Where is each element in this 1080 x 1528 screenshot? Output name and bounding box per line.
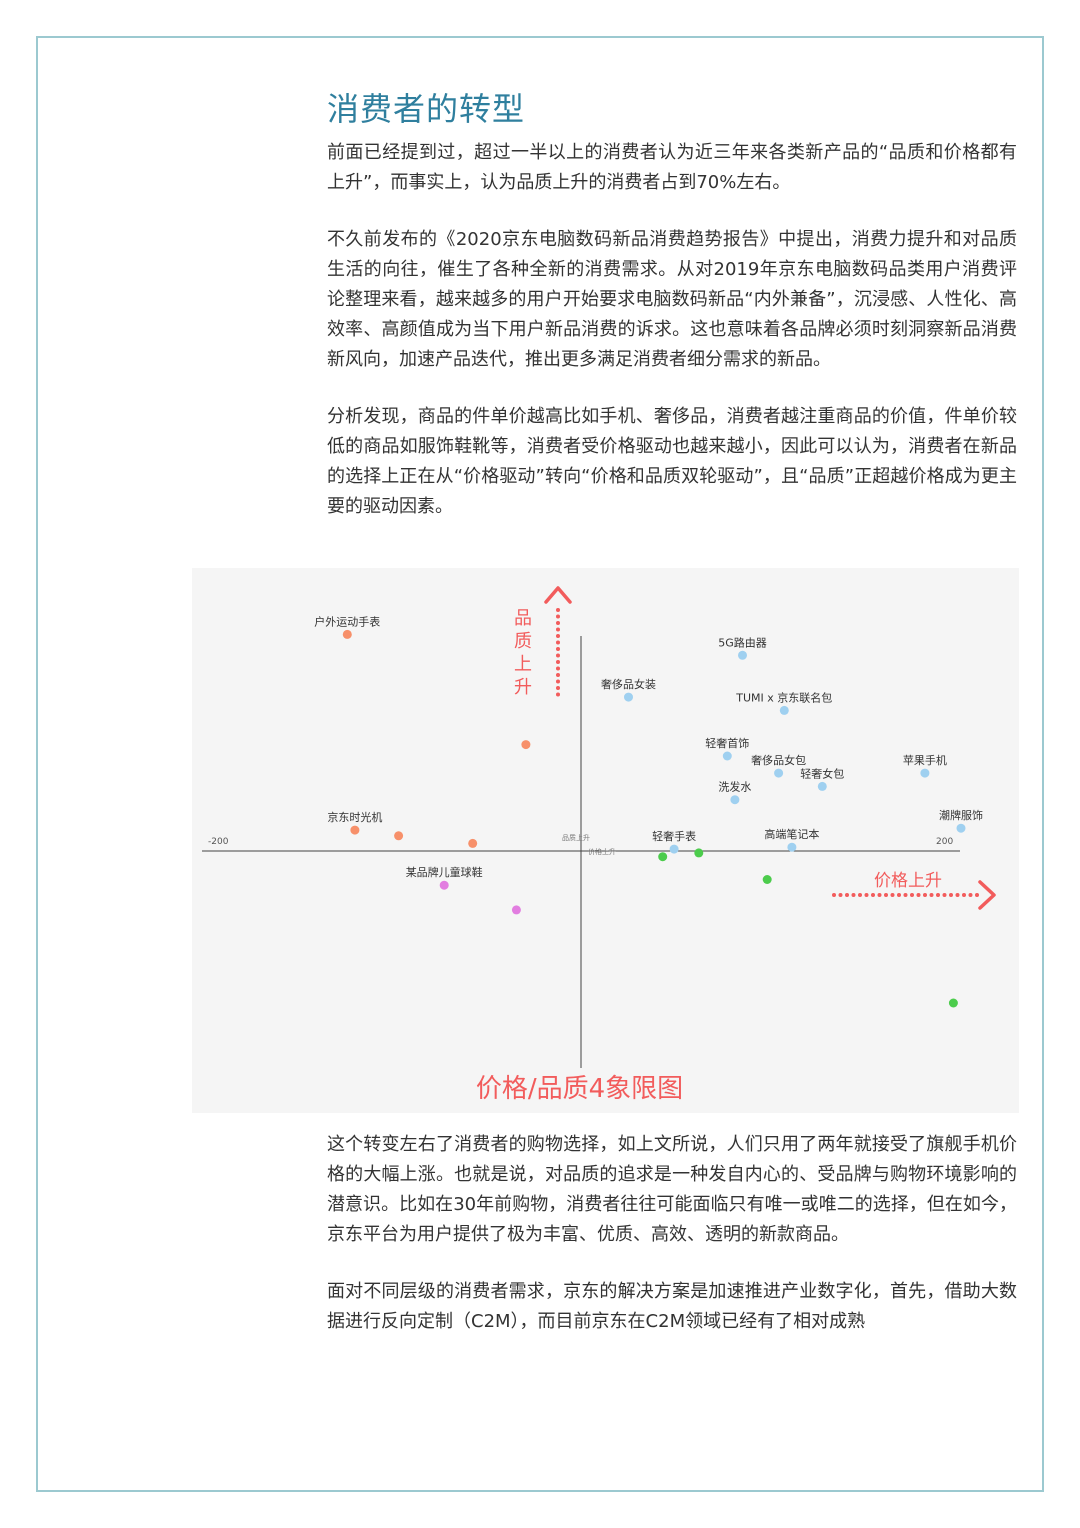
data-point: [787, 842, 797, 852]
data-point-label: 户外运动手表: [314, 614, 380, 628]
data-point-label: 苹果手机: [903, 753, 947, 767]
dotted-arrow-dot: [556, 660, 560, 664]
dotted-arrow-dot: [556, 640, 560, 645]
data-point: [350, 825, 360, 835]
dotted-arrow-dot: [975, 893, 979, 897]
dotted-arrow-dot: [556, 666, 560, 671]
paragraph: 分析发现，商品的件单价越高比如手机、奢侈品，消费者越注重商品的价值，件单价较低的…: [327, 406, 1017, 517]
dotted-arrow-dot: [556, 647, 560, 651]
dotted-arrow-dot: [556, 692, 560, 697]
data-point: [779, 705, 789, 715]
data-point: [956, 823, 966, 833]
data-point-label: 轻奢首饰: [705, 736, 749, 750]
data-point-label: 洗发水: [718, 780, 751, 794]
data-point-label: 潮牌服饰: [939, 808, 983, 822]
data-point: [920, 768, 930, 778]
data-point: [468, 838, 478, 848]
data-point: [624, 692, 633, 702]
dotted-arrow-dot: [864, 893, 869, 897]
dotted-arrow-dot: [949, 893, 953, 897]
data-point: [669, 844, 679, 854]
dotted-arrow-dot: [890, 893, 895, 897]
dotted-arrow-dot: [871, 893, 875, 897]
body-text-bottom: 这个转变左右了消费者的购物选择，如上文所说，人们只用了两年就接受了旗舰手机价格的…: [327, 1130, 1017, 1337]
chart-title: 价格/品质4象限图: [475, 1074, 684, 1104]
data-point: [948, 998, 958, 1008]
paragraph: 不久前发布的《2020京东电脑数码新品消费趋势报告》中提出，消费力提升和对品质生…: [327, 229, 1017, 370]
data-point-label: 高端笔记本: [764, 827, 819, 841]
dotted-arrow-dot: [910, 893, 914, 897]
dotted-arrow-dot: [897, 893, 901, 897]
dotted-arrow-dot: [832, 893, 836, 897]
data-point-label: 5G路由器: [718, 635, 767, 649]
dotted-arrow-dot: [858, 893, 862, 897]
dotted-arrow-dot: [962, 893, 966, 897]
dotted-arrow-dot: [851, 893, 856, 897]
data-point-label: 奢侈品女包: [751, 753, 806, 767]
data-point: [658, 852, 668, 862]
dotted-arrow-dot: [877, 893, 882, 897]
x-tick-label: -200: [208, 837, 229, 847]
dotted-arrow-dot: [929, 893, 934, 897]
data-point: [511, 905, 521, 915]
x-tick-label: 200: [936, 837, 953, 847]
data-point: [342, 629, 352, 639]
data-point-label: 京东时光机: [327, 810, 382, 824]
paragraph: 前面已经提到过，超过一半以上的消费者认为近三年来各类新产品的“品质和价格都有上升…: [327, 142, 1017, 193]
data-point-label: TUMI x 京东联名包: [735, 690, 832, 704]
data-point: [722, 751, 732, 761]
dotted-arrow-dot: [556, 653, 560, 658]
data-point-label: 轻奢手表: [652, 829, 696, 843]
dotted-arrow-dot: [955, 893, 960, 897]
data-point-label: 某品牌儿童球鞋: [406, 865, 483, 879]
y-caption-char: 升: [514, 677, 532, 698]
data-point: [762, 875, 772, 884]
paragraph: 面对不同层级的消费者需求，京东的解决方案是加速推进产业数字化，首先，借助大数据进…: [327, 1281, 1017, 1332]
quadrant-chart: -200 200 品质上升价格上升 品质上升价格上升 户外运动手表京东时光机 5G路由器…: [192, 568, 1019, 1113]
center-label: 价格上升: [588, 847, 616, 856]
data-point: [730, 795, 740, 805]
data-point-label: 奢侈品女装: [601, 677, 656, 691]
dotted-arrow-dot: [968, 893, 973, 897]
x-caption: 价格上升: [874, 871, 942, 891]
dotted-arrow-dot: [556, 634, 560, 638]
y-caption-char: 上: [514, 654, 532, 675]
body-text-top: 前面已经提到过，超过一半以上的消费者认为近三年来各类新产品的“品质和价格都有上升…: [327, 138, 1017, 522]
dotted-arrow-dot: [556, 627, 560, 632]
dotted-arrow-dot: [556, 673, 560, 677]
y-caption-char: 品: [514, 608, 532, 629]
dotted-arrow-dot: [923, 893, 927, 897]
dotted-arrow-dot: [556, 608, 560, 612]
arrow-up-icon: [544, 586, 572, 604]
page-border: [36, 36, 1044, 1492]
arrow-right-icon: [978, 880, 996, 910]
dotted-arrow-dot: [556, 621, 560, 625]
section-heading: 消费者的转型: [327, 90, 526, 128]
data-point: [738, 650, 747, 660]
data-point: [774, 768, 784, 778]
data-point: [394, 831, 404, 841]
dotted-arrow-dot: [838, 893, 843, 897]
center-label: 品质上升: [562, 833, 590, 842]
dotted-arrow-dot: [556, 686, 560, 690]
data-point-label: 轻奢女包: [800, 766, 844, 780]
data-point: [439, 880, 449, 890]
data-point: [521, 740, 531, 750]
data-point: [694, 848, 704, 858]
dotted-arrow-dot: [884, 893, 888, 897]
dotted-arrow-dot: [903, 893, 908, 897]
dotted-arrow-dot: [942, 893, 947, 897]
dotted-arrow-dot: [936, 893, 940, 897]
dotted-arrow-dot: [556, 679, 560, 684]
dotted-arrow-dot: [845, 893, 849, 897]
data-point: [817, 781, 827, 791]
dotted-arrow-dot: [916, 893, 921, 897]
paragraph: 这个转变左右了消费者的购物选择，如上文所说，人们只用了两年就接受了旗舰手机价格的…: [327, 1134, 1017, 1245]
y-caption-char: 质: [514, 631, 532, 652]
dotted-arrow-dot: [556, 614, 560, 619]
